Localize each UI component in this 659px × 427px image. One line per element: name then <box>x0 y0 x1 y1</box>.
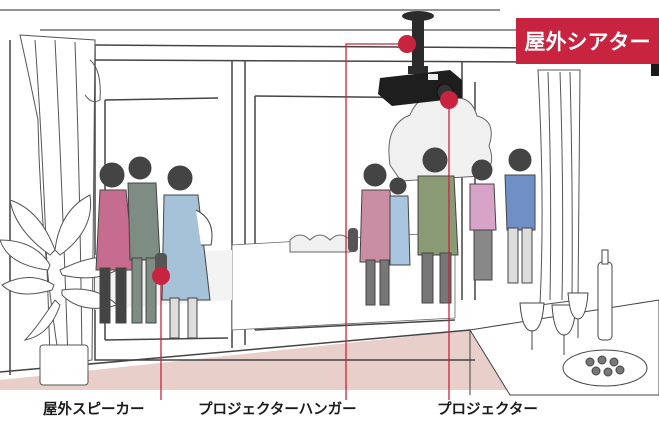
label-outdoor-speaker: 屋外スピーカー <box>43 402 145 418</box>
potted-plant <box>0 194 131 386</box>
title-badge-tab <box>651 64 659 76</box>
label-projector: プロジェクター <box>437 402 538 418</box>
curtain-right <box>537 69 581 306</box>
people-group-right <box>359 147 536 306</box>
marker-dot-projector <box>440 91 458 109</box>
leader-lines <box>160 43 450 400</box>
marker-dot-projector-hanger <box>398 35 416 53</box>
marker-dot-outdoor-speaker <box>152 267 170 285</box>
title-text: 屋外シアター <box>524 30 651 54</box>
projector-hanger <box>402 11 434 74</box>
label-projector-hanger: プロジェクターハンガー <box>198 402 357 418</box>
hedge <box>289 97 493 253</box>
table-with-wine <box>469 249 659 396</box>
curtain-left <box>19 34 101 366</box>
title-badge: 屋外シアター <box>516 18 659 64</box>
people-group-left <box>95 156 213 339</box>
